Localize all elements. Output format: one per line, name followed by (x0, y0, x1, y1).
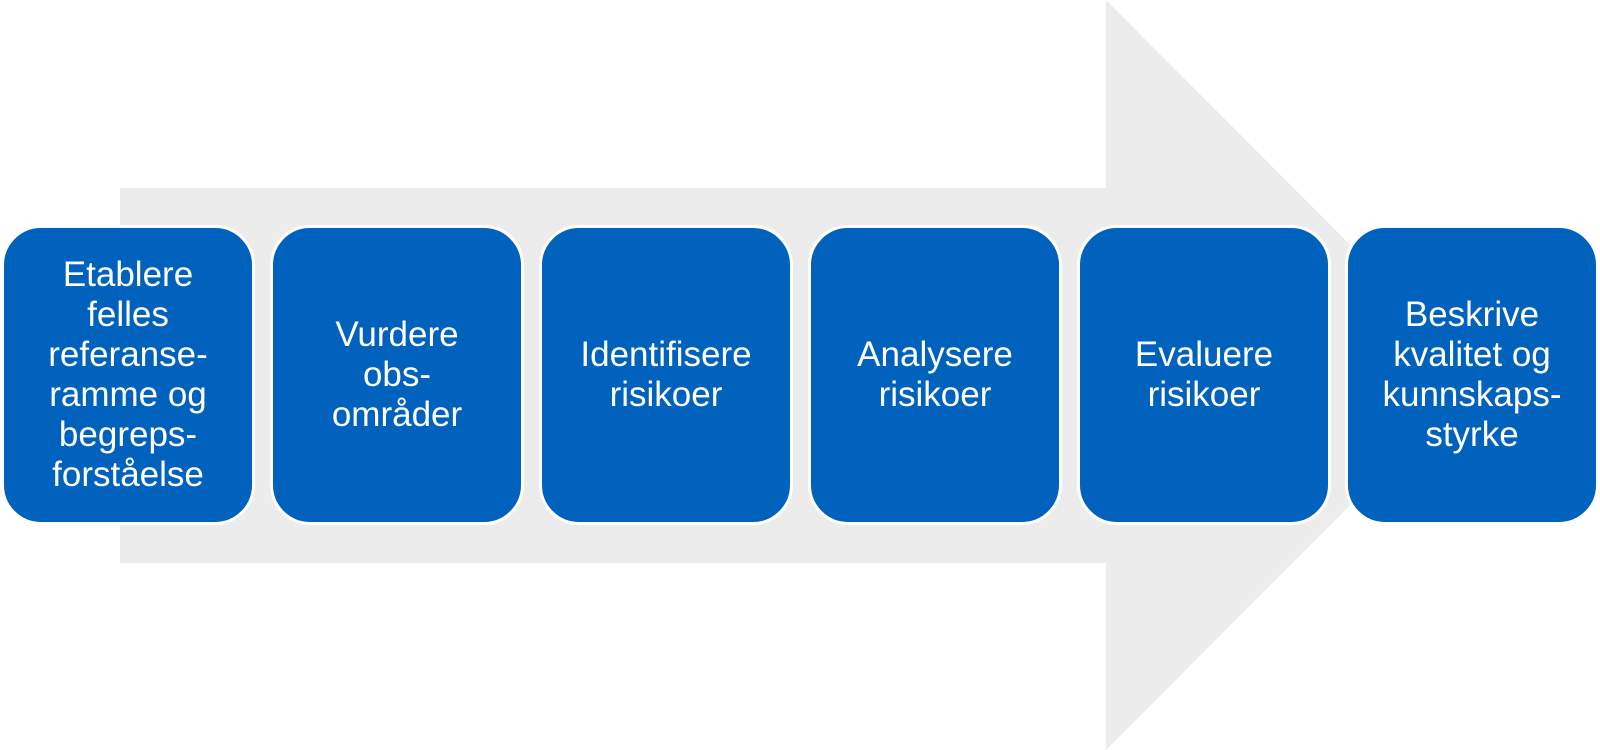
step-label: Identifisere risikoer (580, 335, 752, 414)
step-label: Analysere risikoer (857, 335, 1013, 414)
step-establish-reference-frame[interactable]: Etablere felles referanse- ramme og begr… (1, 225, 255, 525)
step-assess-observation-areas[interactable]: Vurdere obs- områder (270, 225, 524, 525)
step-label: Vurdere obs- områder (331, 315, 463, 434)
process-arrow-shape (120, 0, 1480, 750)
step-analyze-risks[interactable]: Analysere risikoer (808, 225, 1062, 525)
step-label: Etablere felles referanse- ramme og begr… (48, 255, 208, 494)
step-identify-risks[interactable]: Identifisere risikoer (539, 225, 793, 525)
step-label: Beskrive kvalitet og kunnskaps- styrke (1382, 295, 1562, 454)
step-label: Evaluere risikoer (1134, 335, 1274, 414)
step-evaluate-risks[interactable]: Evaluere risikoer (1077, 225, 1331, 525)
step-describe-quality[interactable]: Beskrive kvalitet og kunnskaps- styrke (1345, 225, 1599, 525)
